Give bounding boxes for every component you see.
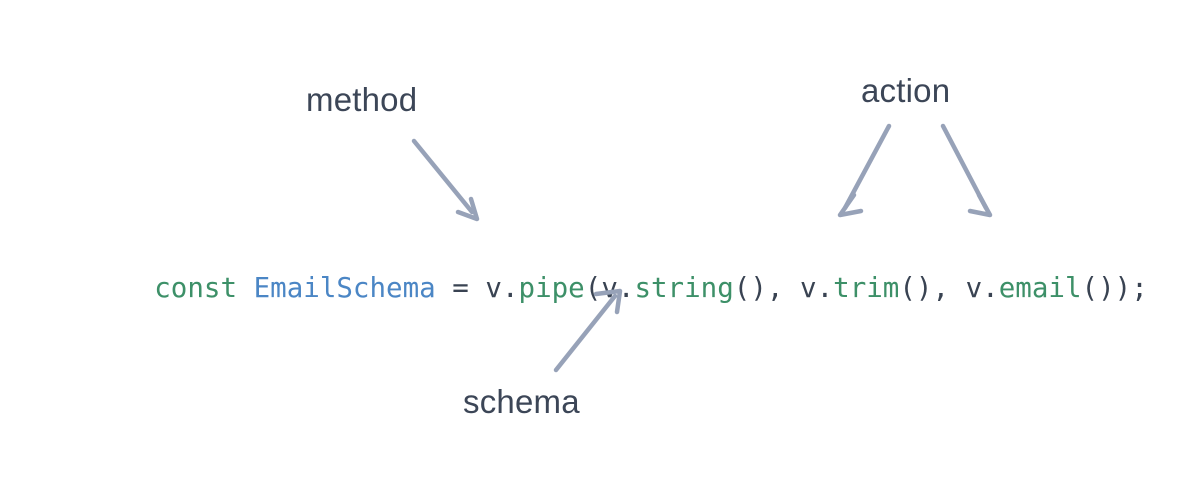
code-token-v-dot-1: v. (485, 272, 519, 304)
code-token-emailschema: EmailSchema (253, 272, 436, 304)
action-arrow-left-icon (837, 123, 892, 218)
code-token-pipe: pipe (518, 272, 585, 304)
method-arrow-icon (411, 138, 480, 222)
code-token-v-dot-3: v. (800, 272, 834, 304)
code-token-tail: ()); (1081, 272, 1148, 304)
code-token-v-dot-2: v. (601, 272, 635, 304)
code-token-trim: trim (833, 272, 900, 304)
code-line: const EmailSchema = v.pipe(v.string(), v… (88, 231, 1148, 345)
code-token-v-dot-4: v. (965, 272, 999, 304)
action-arrow-right-icon (940, 123, 993, 218)
annotation-label-action: action (861, 72, 951, 109)
code-token-call-comma-2: (), (899, 272, 966, 304)
code-token-paren-open-1: ( (584, 272, 602, 304)
code-token-call-comma-1: (), (733, 272, 801, 304)
code-token-email: email (998, 272, 1082, 304)
code-token-const: const (154, 272, 238, 304)
code-token-assign: = (435, 272, 486, 304)
annotation-label-method: method (306, 81, 418, 118)
code-token-space-1 (237, 272, 254, 304)
code-token-string: string (634, 272, 734, 304)
annotation-label-schema: schema (463, 383, 580, 420)
